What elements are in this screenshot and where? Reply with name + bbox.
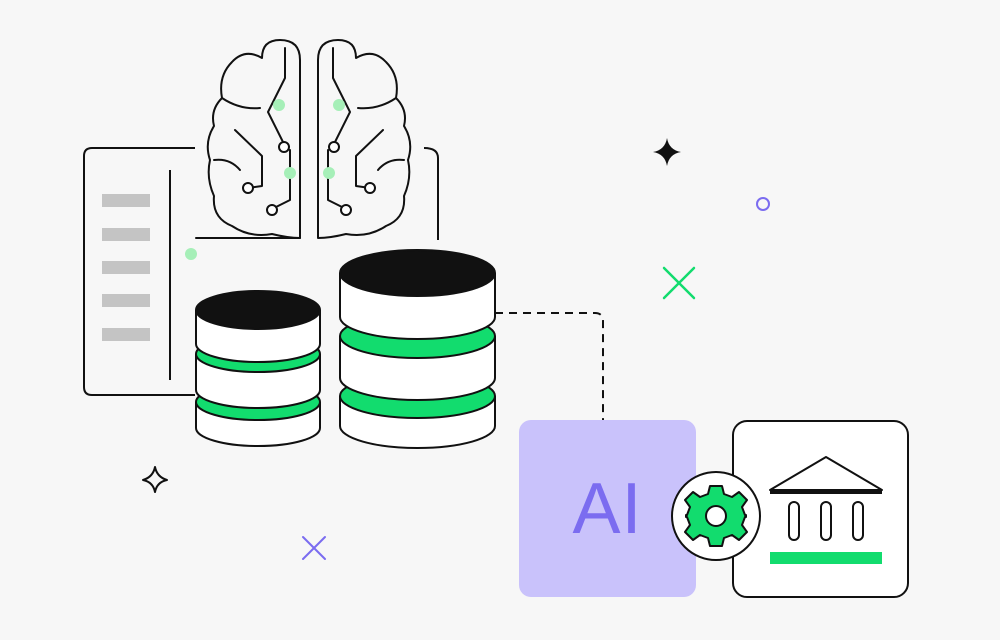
bank-icon bbox=[732, 420, 909, 598]
document-text-lines bbox=[102, 194, 150, 341]
cross-icon bbox=[302, 536, 326, 560]
dashed-connector bbox=[495, 312, 604, 420]
ai-label: AI bbox=[572, 468, 643, 549]
database-icon-small bbox=[195, 290, 321, 447]
cross-icon bbox=[662, 266, 696, 300]
sparkle-icon bbox=[653, 138, 681, 166]
brain-green-dots bbox=[185, 99, 345, 260]
database-icon-large bbox=[339, 249, 496, 449]
brain-circuit-icon bbox=[195, 39, 412, 239]
ai-card: AI bbox=[519, 420, 696, 597]
sparkle-icon bbox=[142, 466, 168, 493]
document-icon bbox=[83, 147, 439, 396]
circle-icon bbox=[756, 197, 770, 211]
